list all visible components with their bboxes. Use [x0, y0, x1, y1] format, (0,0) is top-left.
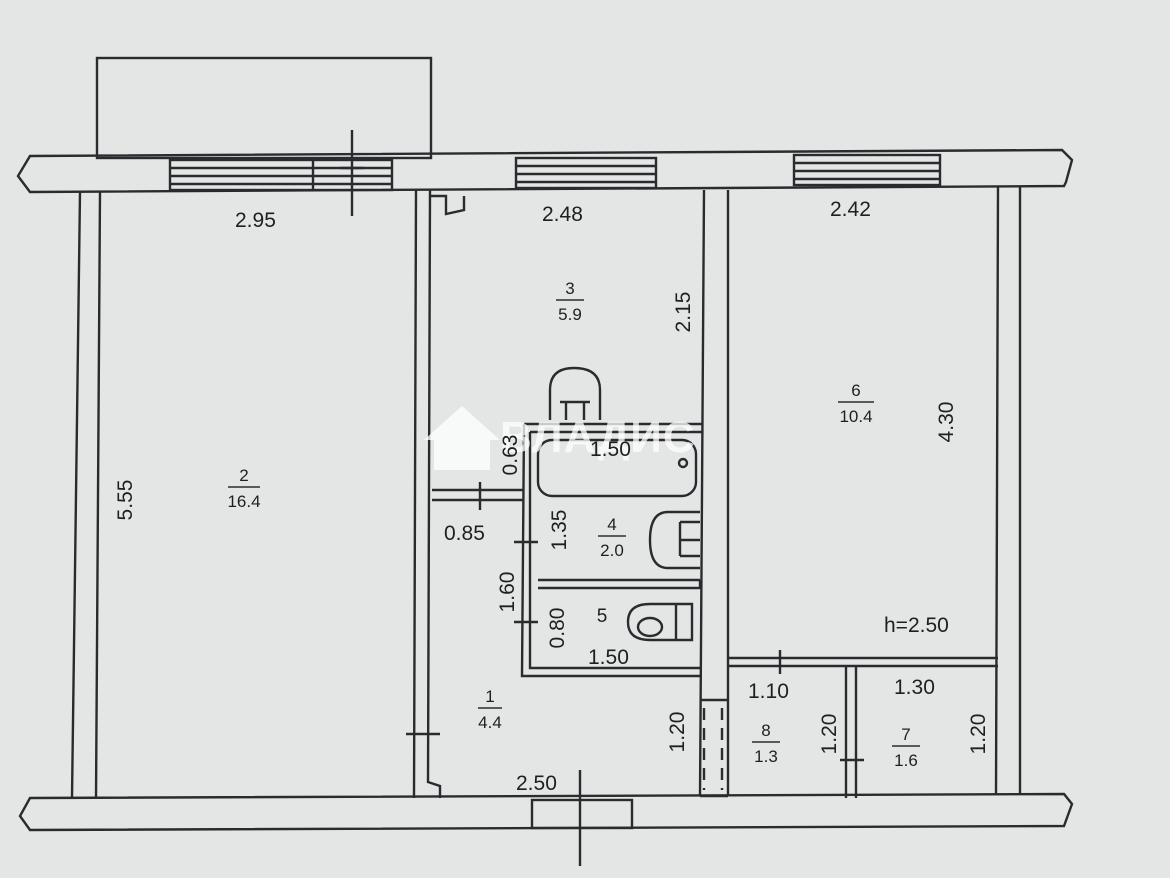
- dim-bath-width: 1.35: [548, 510, 571, 551]
- room-number: 6: [851, 381, 860, 400]
- dim-room3-width: 2.48: [542, 203, 583, 226]
- dim-door-width: 1.20: [666, 712, 689, 753]
- window-room6: [792, 153, 942, 187]
- dimension-labels: 2.95 5.55 2.48 2.15 2.42 4.30 0.63 1.50 …: [114, 198, 990, 795]
- dim-wc-width: 0.80: [546, 608, 569, 649]
- room-number: 5: [597, 606, 608, 627]
- room-area: 1.3: [754, 747, 778, 766]
- room-area: 10.4: [839, 407, 872, 426]
- dim-room6-length: 4.30: [935, 402, 958, 443]
- room-5: 5: [597, 606, 608, 627]
- plan-lines: [16, 56, 1074, 866]
- closet-wall: [728, 656, 998, 668]
- ceiling-height: h=2.50: [884, 614, 949, 637]
- room-number: 8: [761, 721, 770, 740]
- hall-niche: [432, 488, 524, 502]
- room-3: 3 5.9: [556, 279, 584, 324]
- dim-closet8-depth: 1.20: [818, 714, 841, 755]
- dim-hall-side: 1.60: [496, 572, 519, 613]
- room-number: 3: [565, 279, 574, 298]
- partition-left: [412, 189, 442, 799]
- dim-room6-width: 2.42: [830, 198, 871, 221]
- dim-bath-offset: 0.63: [499, 435, 522, 476]
- bottom-wall: [18, 792, 1074, 832]
- room-area: 2.0: [600, 541, 624, 560]
- balcony: [95, 56, 433, 160]
- dim-closet8-width: 1.10: [748, 680, 789, 703]
- dim-room2-length: 5.55: [114, 480, 137, 521]
- dim-hall-width: 2.50: [516, 772, 557, 795]
- window-room2: [168, 158, 394, 192]
- room-4: 4 2.0: [598, 515, 626, 560]
- stove: [548, 366, 602, 420]
- room-number: 7: [901, 725, 910, 744]
- sink: [648, 510, 700, 570]
- room-8: 8 1.3: [752, 721, 780, 766]
- right-wall: [994, 185, 1022, 795]
- room-area: 4.4: [478, 713, 502, 732]
- room-area: 5.9: [558, 305, 582, 324]
- room-area: 1.6: [894, 751, 918, 770]
- room-number: 2: [239, 466, 248, 485]
- watermark: ВЛАДИС: [424, 406, 696, 470]
- dim-niche-width: 0.85: [444, 522, 485, 545]
- room-labels: 1 4.4 2 16.4 3 5.9 4 2.0 5 6 10.4 7: [227, 279, 920, 770]
- dim-room3-depth: 2.15: [672, 292, 695, 333]
- room-area: 16.4: [227, 492, 260, 511]
- toilet: [626, 602, 694, 642]
- room-6: 6 10.4: [838, 381, 874, 426]
- dim-bath-length: 1.50: [590, 438, 631, 461]
- window-room3: [514, 156, 658, 190]
- room-number: 4: [607, 515, 616, 534]
- dim-wc-length: 1.50: [588, 646, 629, 669]
- dim-closet7-depth: 1.20: [967, 714, 990, 755]
- room-1: 1 4.4: [478, 687, 502, 732]
- left-wall: [70, 191, 102, 799]
- top-wall: [16, 148, 1074, 194]
- window-hall: [530, 798, 634, 830]
- house-icon: [424, 406, 500, 470]
- room-7: 7 1.6: [892, 725, 920, 770]
- partition-middle: [698, 189, 730, 797]
- bath-block: [520, 422, 702, 678]
- watermark-text: ВЛАДИС: [500, 413, 696, 462]
- dim-closet7-width: 1.30: [894, 676, 935, 699]
- room-number: 1: [485, 687, 494, 706]
- room-2: 2 16.4: [227, 466, 260, 511]
- dim-room2-width: 2.95: [235, 209, 276, 232]
- bathtub: [536, 438, 698, 498]
